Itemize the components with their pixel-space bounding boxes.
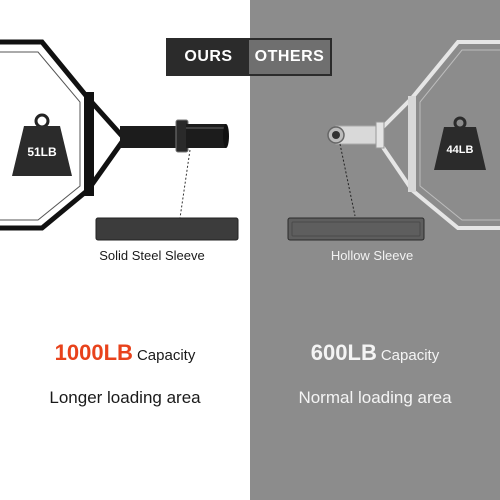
chrome-hex-bar: [376, 40, 500, 230]
pointer-line-right: [339, 143, 356, 217]
hollow-sleeve-label: Hollow Sleeve: [330, 248, 414, 263]
tab-ours: OURS: [168, 40, 249, 74]
weight-left-label: 51LB: [27, 145, 57, 159]
capacity-others: 600LB Capacity: [250, 340, 500, 366]
pointer-line-left: [179, 149, 191, 219]
ours-panel: [0, 0, 250, 500]
solid-cross-section: [95, 217, 239, 241]
solid-sleeve-label: Solid Steel Sleeve: [99, 248, 205, 263]
hollow-cross-section: [287, 217, 425, 241]
solid-steel-sleeve-icon: [120, 119, 229, 153]
others-panel: [250, 0, 500, 500]
weight-icon: 51LB: [12, 113, 72, 176]
tab-others: OTHERS: [249, 40, 330, 74]
capacity-ours: 1000LB Capacity: [0, 340, 250, 366]
hollow-cross-section-inner: [291, 221, 421, 237]
loading-area-others: Normal loading area: [298, 388, 452, 407]
black-hex-bar: [0, 39, 125, 231]
weight-icon: 44LB: [434, 116, 486, 170]
capacity-others-unit: Capacity: [380, 347, 440, 364]
hollow-sleeve-icon: [327, 121, 385, 149]
comparison-tabs: OURS OTHERS: [166, 38, 332, 76]
capacity-others-value: 600LB: [310, 340, 377, 365]
weight-right-label: 44LB: [447, 144, 474, 156]
loading-area-ours: Longer loading area: [49, 388, 201, 407]
capacity-ours-unit: Capacity: [136, 347, 196, 364]
capacity-ours-value: 1000LB: [54, 340, 133, 365]
